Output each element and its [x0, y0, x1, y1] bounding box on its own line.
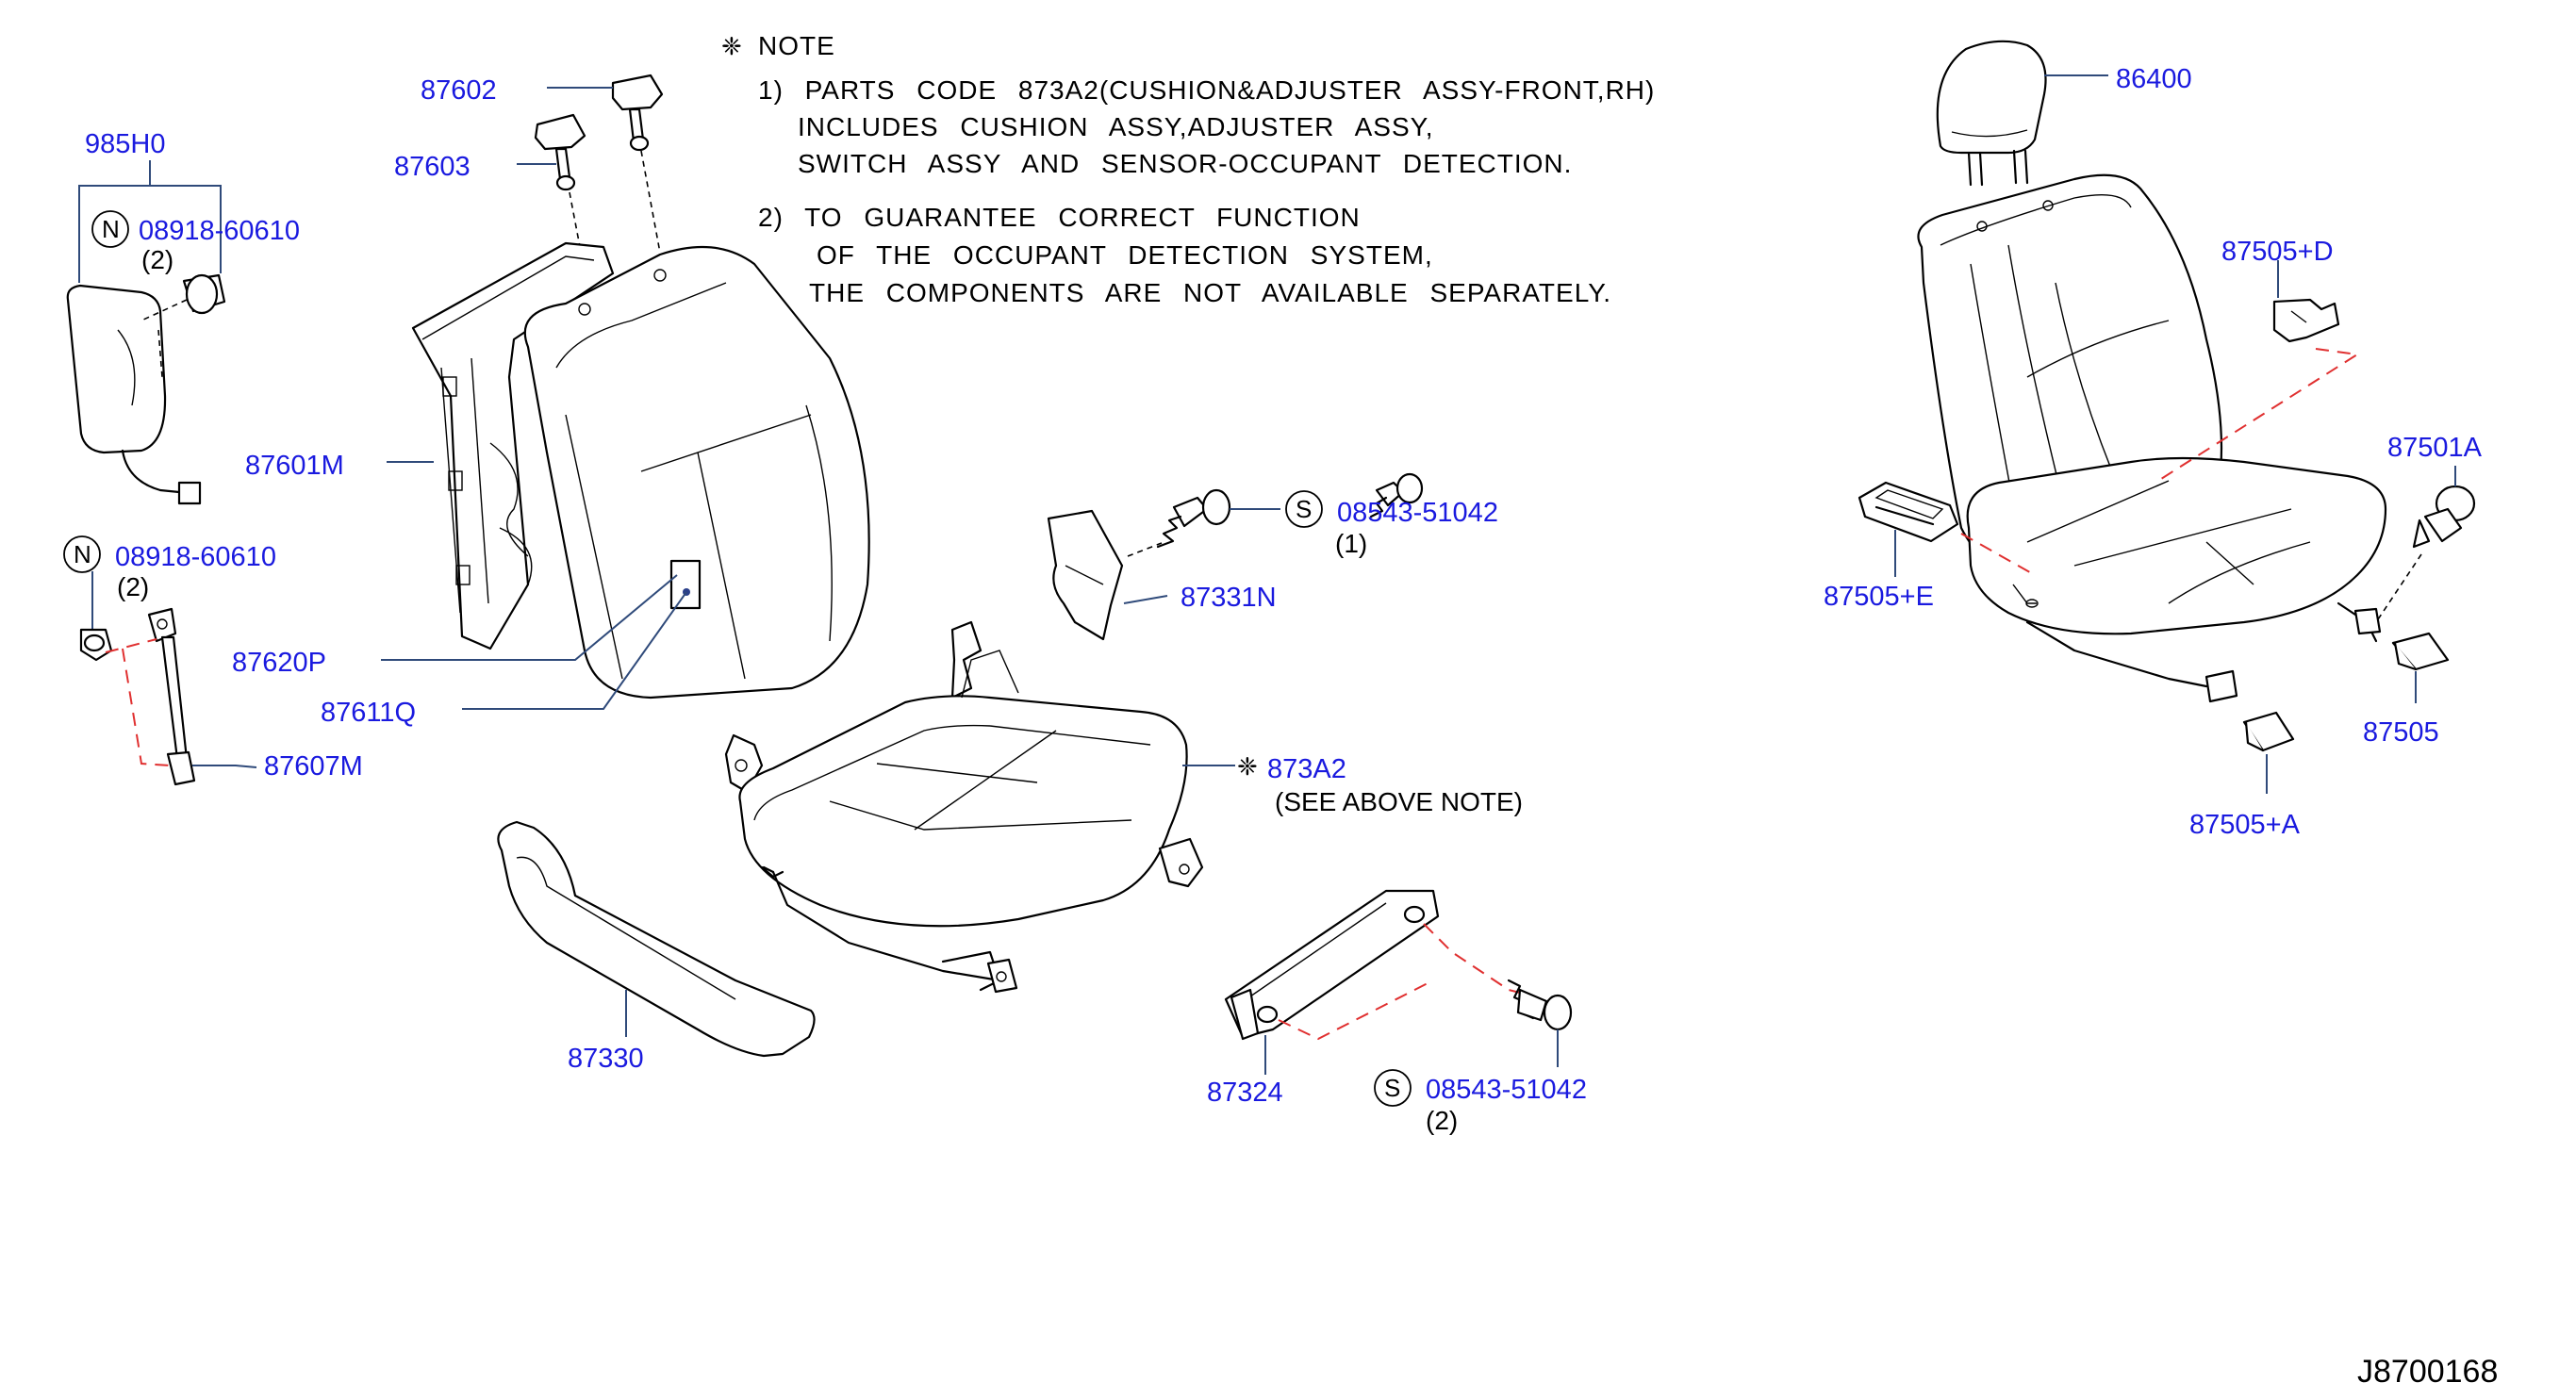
part-87505A-bracket[interactable]	[2242, 711, 2295, 752]
label-87620P: 87620P	[232, 648, 326, 678]
screw-symbol-2-text: S	[1384, 1074, 1400, 1102]
label-87501A: 87501A	[2387, 433, 2483, 463]
part-87602-guide[interactable]	[611, 74, 664, 152]
label-nut-1-qty: (2)	[141, 245, 173, 274]
note-line-1: 1) PARTS CODE 873A2(CUSHION&ADJUSTER ASS…	[758, 75, 1655, 105]
label-87505A: 87505+A	[2189, 810, 2301, 840]
note-line-3: SWITCH ASSY AND SENSOR-OCCUPANT DETECTIO…	[798, 149, 1572, 178]
screw-symbol-2	[1374, 1069, 1412, 1107]
part-87607M-strap[interactable]	[79, 607, 196, 786]
label-87607M: 87607M	[264, 751, 363, 782]
label-screw-2-code: 08543-51042	[1426, 1075, 1587, 1105]
label-87505E: 87505+E	[1824, 582, 1934, 612]
label-873A2: 873A2	[1267, 754, 1346, 784]
note-star-icon: ❈	[721, 33, 742, 61]
part-86400-headrest[interactable]	[1936, 40, 2047, 187]
part-87330-side-finisher[interactable]	[497, 820, 816, 1058]
screw-symbol-1	[1285, 490, 1323, 528]
note-line-2: INCLUDES CUSHION ASSY,ADJUSTER ASSY,	[798, 112, 1434, 141]
seat-assembly	[1917, 173, 2387, 703]
part-87324-finisher[interactable]	[1224, 889, 1440, 1041]
nut-symbol-2	[63, 535, 101, 573]
nut-symbol-1-text: N	[102, 215, 120, 243]
label-87331N: 87331N	[1181, 583, 1277, 613]
screw-1[interactable]	[1156, 472, 1424, 549]
note-block: ❈ NOTE 1) PARTS CODE 873A2(CUSHION&ADJUS…	[721, 31, 1655, 307]
label-87601M: 87601M	[245, 451, 344, 481]
label-87505: 87505	[2363, 717, 2439, 748]
part-87620P-seatback-cover[interactable]	[523, 245, 870, 700]
label-nut-2-qty: (2)	[117, 572, 149, 601]
diagram-id: J8700168	[2357, 1354, 2498, 1390]
note-line-4: 2) TO GUARANTEE CORRECT FUNCTION	[758, 203, 1361, 232]
part-985H0-airbag-module[interactable]	[66, 273, 226, 505]
part-87501A-knob[interactable]	[2412, 485, 2476, 549]
label-86400: 86400	[2116, 64, 2192, 94]
note-title: NOTE	[758, 31, 835, 60]
nut-symbol-2-text: N	[74, 540, 91, 568]
label-screw-2-qty: (2)	[1426, 1106, 1458, 1135]
part-87601M-frame[interactable]	[411, 241, 615, 650]
label-87603: 87603	[394, 152, 471, 182]
part-87603-guide[interactable]	[534, 113, 586, 191]
label-87602: 87602	[421, 75, 497, 106]
part-87505D-bracket[interactable]	[2272, 298, 2340, 343]
part-87331N-finisher[interactable]	[1047, 509, 1124, 641]
label-nut-1-code: 08918-60610	[139, 216, 300, 246]
label-nut-2-code: 08918-60610	[115, 542, 276, 572]
label-screw-1-code: 08543-51042	[1337, 498, 1498, 528]
label-87611Q: 87611Q	[321, 698, 416, 728]
part-87505-bracket[interactable]	[2391, 632, 2450, 671]
label-873A2-star-icon: ❈	[1237, 753, 1258, 782]
label-87330: 87330	[568, 1044, 644, 1074]
screw-symbol-1-text: S	[1296, 495, 1312, 523]
screw-2[interactable]	[1507, 979, 1573, 1031]
note-line-6: THE COMPONENTS ARE NOT AVAILABLE SEPARAT…	[809, 278, 1611, 307]
part-87505E-cover[interactable]	[1858, 481, 1959, 543]
label-87324: 87324	[1207, 1078, 1283, 1108]
label-screw-1-qty: (1)	[1335, 529, 1367, 558]
nut-symbol-1	[91, 210, 129, 248]
label-see-above-note: (SEE ABOVE NOTE)	[1275, 787, 1523, 816]
label-985H0: 985H0	[85, 129, 165, 159]
part-873A2-cushion-adjuster[interactable]	[724, 620, 1204, 994]
label-87505D: 87505+D	[2221, 237, 2334, 267]
note-line-5: OF THE OCCUPANT DETECTION SYSTEM,	[817, 240, 1433, 270]
